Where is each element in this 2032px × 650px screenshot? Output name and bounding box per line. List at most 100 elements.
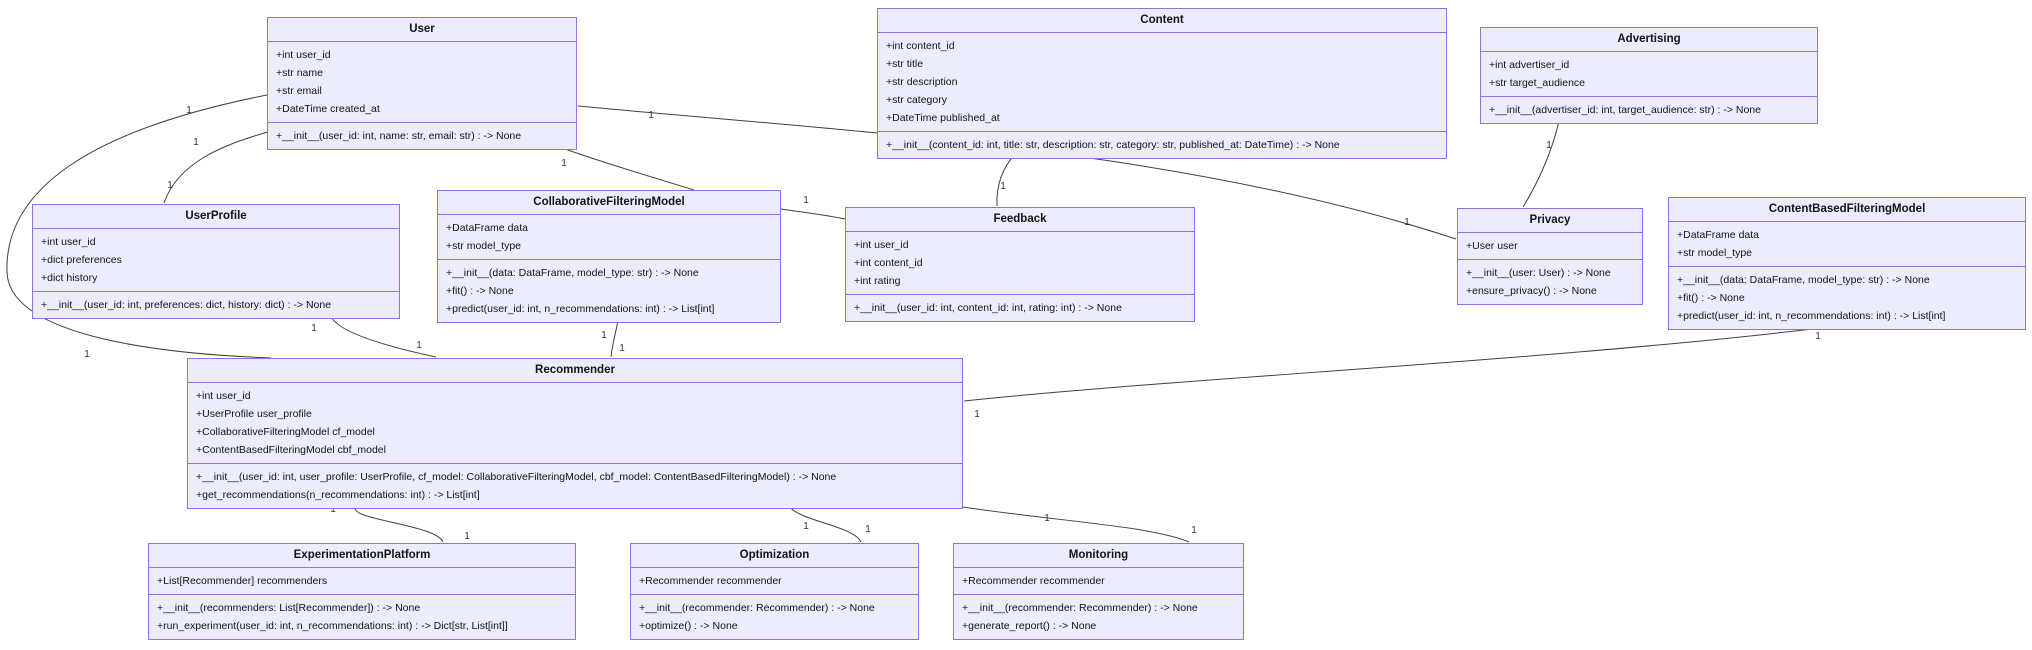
attribute-row: +str email: [276, 85, 322, 97]
attributes-section: +DataFrame data+str model_type: [1669, 222, 2025, 267]
multiplicity-label: 1: [865, 524, 871, 535]
method-row: +__init__(recommender: Recommender) : ->…: [962, 602, 1198, 614]
attribute-row: +DateTime published_at: [886, 112, 1000, 124]
class-title: Optimization: [631, 544, 918, 568]
attribute-row: +str target_audience: [1489, 77, 1586, 89]
attributes-section: +int user_id +UserProfile user_profile +Co…: [188, 383, 962, 464]
edge-User-UserProfile: [163, 131, 269, 204]
edge-UserProfile-Recommender: [330, 315, 437, 358]
attribute-row: +str title: [886, 58, 924, 70]
method-row: +__init__(content_id: int, title: str, d…: [886, 139, 1340, 151]
attribute-row: +ContentBasedFilteringModel cbf_model: [196, 444, 386, 456]
methods-section: +__init__(user: User) : -> None+ensure_p…: [1458, 260, 1642, 304]
multiplicity-label: 1: [1000, 181, 1006, 192]
attribute-row: +int user_id: [196, 390, 251, 402]
attributes-section: +Recommender recommender: [631, 568, 918, 595]
method-row: +__init__(user_id: int, user_profile: Us…: [196, 471, 837, 483]
edge-Recommender-Monitoring: [962, 506, 1190, 543]
class-title: Monitoring: [954, 544, 1243, 568]
methods-section: +__init__(user_id: int, preferences: dic…: [33, 292, 399, 318]
attributes-section: +User user: [1458, 233, 1642, 260]
attribute-row: +int rating: [854, 275, 901, 287]
attribute-row: +int user_id: [41, 236, 96, 248]
edge-CollaborativeFilteringModel-Feedback: [780, 208, 846, 220]
multiplicity-label: 1: [330, 504, 336, 515]
method-row: +__init__(advertiser_id: int, target_aud…: [1489, 104, 1761, 116]
attribute-row: +int content_id: [886, 40, 955, 52]
attribute-row: +User user: [1466, 240, 1518, 252]
attribute-row: +str category: [886, 94, 947, 106]
methods-section: +__init__(data: DataFrame, model_type: s…: [1669, 267, 2025, 329]
methods-section: +__init__(advertiser_id: int, target_aud…: [1481, 97, 1817, 123]
class-CollaborativeFilteringModel: CollaborativeFilteringModel+DataFrame da…: [437, 190, 781, 323]
class-UserProfile: UserProfile+int user_id+dict preferences…: [32, 204, 400, 319]
multiplicity-label: 1: [974, 409, 980, 420]
class-title: Advertising: [1481, 28, 1817, 52]
multiplicity-label: 1: [167, 180, 173, 191]
attributes-section: +int user_id+str name+str email+DateTime…: [268, 42, 576, 123]
class-Advertising: Advertising +int advertiser_id +str target…: [1480, 27, 1818, 124]
attribute-row: +Recommender recommender: [962, 575, 1105, 587]
class-Recommender: Recommender +int user_id +UserProfile user…: [187, 358, 963, 509]
attribute-row: +dict preferences: [41, 254, 122, 266]
attribute-row: +DataFrame data: [446, 222, 529, 234]
attribute-row: +str model_type: [1677, 247, 1752, 259]
method-row: +__init__(user_id: int, preferences: dic…: [41, 299, 332, 311]
method-row: +__init__(recommender: Recommender) : ->…: [639, 602, 875, 614]
methods-section: +__init__(recommender: Recommender) : ->…: [954, 595, 1243, 639]
class-Privacy: Privacy+User user+__init__(user: User) :…: [1457, 208, 1643, 305]
method-row: +__init__(recommenders: List[Recommender…: [157, 602, 421, 614]
method-row: +__init__(user: User) : -> None: [1466, 267, 1611, 279]
multiplicity-label: 1: [416, 340, 422, 351]
attributes-section: +List[Recommender] recommenders: [149, 568, 575, 595]
multiplicity-label: 1: [311, 323, 317, 334]
edge-Recommender-ExperimentationPlatform: [354, 505, 444, 543]
methods-section: +__init__(recommenders: List[Recommender…: [149, 595, 575, 639]
class-ContentBasedFilteringModel: ContentBasedFilteringModel+DataFrame dat…: [1668, 197, 2026, 330]
method-row: +__init__(data: DataFrame, model_type: s…: [446, 267, 699, 279]
class-title: User: [268, 18, 576, 42]
multiplicity-label: 1: [561, 158, 567, 169]
class-title: ContentBasedFilteringModel: [1669, 198, 2025, 222]
class-title: CollaborativeFilteringModel: [438, 191, 780, 215]
methods-section: +__init__(user_id: int, user_profile: Us…: [188, 464, 962, 508]
attributes-section: +int content_id+str title+str descriptio…: [878, 33, 1446, 132]
class-title: ExperimentationPlatform: [149, 544, 575, 568]
multiplicity-label: 1: [648, 110, 654, 121]
attributes-section: +int advertiser_id +str target_audience: [1481, 52, 1817, 97]
multiplicity-label: 1: [601, 330, 607, 341]
attributes-section: +DataFrame data+str model_type: [438, 215, 780, 260]
attribute-row: +int user_id: [276, 49, 331, 61]
attribute-row: +str name: [276, 67, 323, 79]
method-row: +__init__(data: DataFrame, model_type: s…: [1677, 274, 1930, 286]
edge-Advertising-Privacy: [1522, 120, 1560, 208]
class-title: Recommender: [188, 359, 962, 383]
methods-section: +__init__(user_id: int, name: str, email…: [268, 123, 576, 149]
multiplicity-label: 1: [1044, 513, 1050, 524]
class-Content: Content+int content_id+str title+str des…: [877, 8, 1447, 159]
attribute-row: +CollaborativeFilteringModel cf_model: [196, 426, 375, 438]
multiplicity-label: 1: [1191, 525, 1197, 536]
methods-section: +__init__(content_id: int, title: str, d…: [878, 132, 1446, 158]
multiplicity-label: 1: [464, 531, 470, 542]
method-row: +optimize() : -> None: [639, 620, 738, 632]
multiplicity-label: 1: [193, 137, 199, 148]
attributes-section: +int user_id+dict preferences+dict histo…: [33, 229, 399, 292]
multiplicity-label: 1: [84, 349, 90, 360]
multiplicity-label: 1: [803, 521, 809, 532]
attribute-row: +List[Recommender] recommenders: [157, 575, 328, 587]
attribute-row: +Recommender recommender: [639, 575, 782, 587]
methods-section: +__init__(user_id: int, content_id: int,…: [846, 295, 1194, 321]
method-row: +fit() : -> None: [446, 285, 514, 297]
class-title: Feedback: [846, 208, 1194, 232]
attribute-row: +UserProfile user_profile: [196, 408, 312, 420]
class-Monitoring: Monitoring +Recommender recommender +__ini…: [953, 543, 1244, 640]
attributes-section: +Recommender recommender: [954, 568, 1243, 595]
edge-CollaborativeFilteringModel-Recommender: [610, 319, 619, 358]
edge-Recommender-Optimization: [788, 505, 862, 543]
attributes-section: +int user_id+int content_id+int rating: [846, 232, 1194, 295]
attribute-row: +int advertiser_id: [1489, 59, 1570, 71]
method-row: +fit() : -> None: [1677, 292, 1745, 304]
attribute-row: +int content_id: [854, 257, 923, 269]
